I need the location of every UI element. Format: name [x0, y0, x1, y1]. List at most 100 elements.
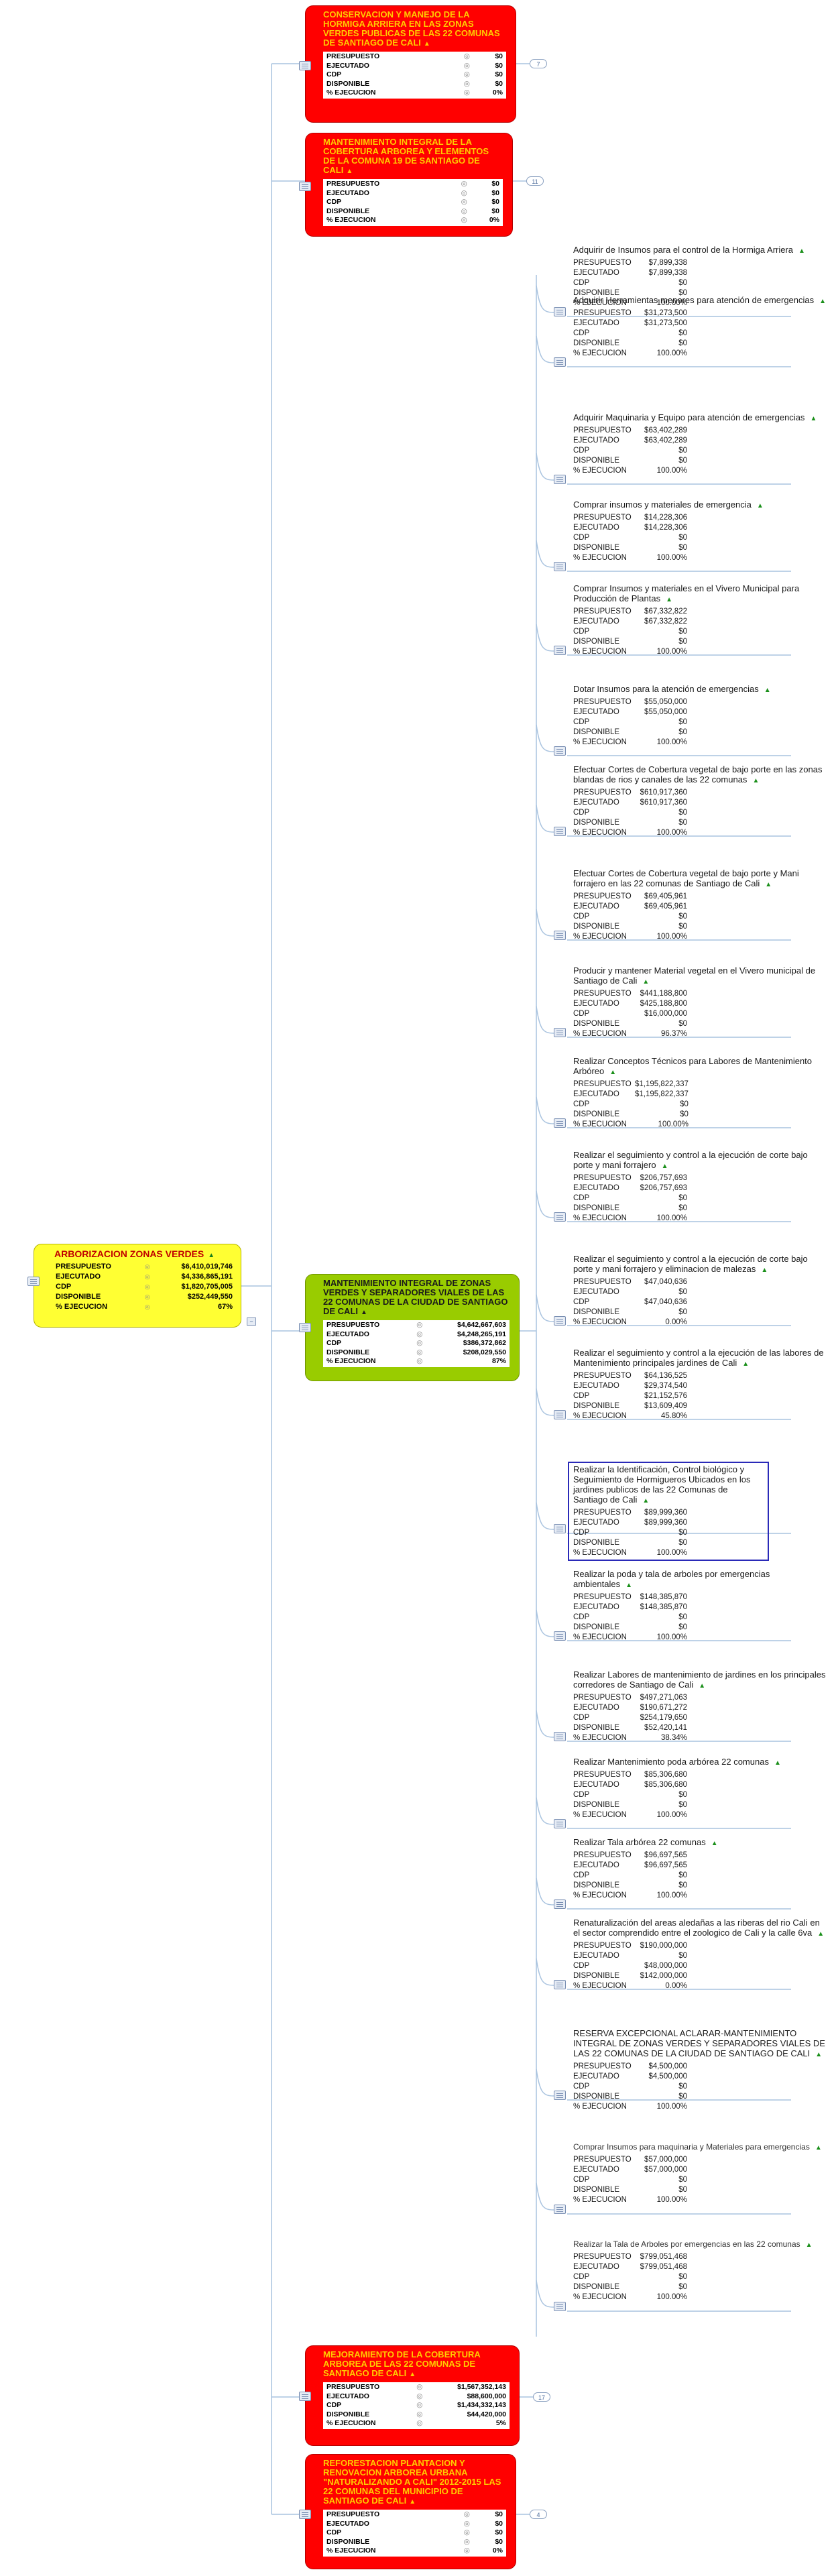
metric-label: DISPONIBLE	[573, 1110, 620, 1118]
leaf-node[interactable]: Realizar Labores de mantenimiento de jar…	[573, 1670, 828, 1743]
leaf-node[interactable]: Realizar la poda y tala de arboles por e…	[573, 1569, 828, 1643]
metric-value: $0	[678, 1623, 687, 1631]
note-icon[interactable]	[554, 1028, 566, 1037]
note-icon[interactable]	[299, 182, 311, 191]
note-icon[interactable]	[299, 2392, 311, 2401]
note-icon[interactable]	[554, 307, 566, 316]
metric-label: DISPONIBLE	[573, 819, 620, 827]
leaf-node[interactable]: Adquirir de Insumos para el control de l…	[573, 245, 828, 308]
branch-node-reforestacion[interactable]: REFORESTACION PLANTACION Y RENOVACION AR…	[299, 2454, 516, 2569]
leaf-node[interactable]: Comprar Insumos y materiales en el Viver…	[573, 583, 828, 657]
trend-up-icon: ▲	[642, 978, 650, 986]
leaf-node[interactable]: Realizar el seguimiento y control a la e…	[573, 1348, 828, 1421]
metric-label: DISPONIBLE	[573, 457, 620, 465]
note-icon[interactable]	[554, 1980, 566, 1989]
metric-value: $0	[678, 1871, 687, 1879]
leaf-node[interactable]: Realizar Tala arbórea 22 comunas▲PRESUPU…	[573, 1837, 828, 1901]
metric-value: $497,271,063	[640, 1694, 687, 1702]
branch-metrics: PRESUPUESTO◎$0 EJECUTADO◎$0 CDP◎$0 DISPO…	[323, 2510, 506, 2557]
note-icon[interactable]	[554, 931, 566, 940]
leaf-node[interactable]: RESERVA EXCEPCIONAL ACLARAR-MANTENIMIENT…	[573, 2028, 828, 2112]
metric-value: 100.00%	[656, 349, 687, 357]
metric-value: $254,179,650	[640, 1714, 687, 1722]
note-icon[interactable]	[554, 1732, 566, 1741]
metric-value: $55,050,000	[644, 698, 687, 706]
leaf-node[interactable]: Realizar la Identificación, Control biol…	[568, 1462, 769, 1561]
leaf-node[interactable]: Realizar Conceptos Técnicos para Labores…	[573, 1056, 828, 1130]
branch-node-comuna-19[interactable]: MANTENIMIENTO INTEGRAL DE LA COBERTURA A…	[299, 133, 513, 237]
metric-label: PRESUPUESTO	[573, 1372, 632, 1380]
metric-label: CDP	[573, 329, 590, 337]
note-icon[interactable]	[554, 1118, 566, 1128]
note-icon[interactable]	[299, 61, 311, 70]
note-icon[interactable]	[554, 2205, 566, 2214]
child-count-badge[interactable]: 4	[530, 2510, 547, 2519]
leaf-node[interactable]: Realizar Mantenimiento poda arbórea 22 c…	[573, 1757, 828, 1820]
metric-value: $0	[678, 544, 687, 552]
leaf-node[interactable]: Comprar insumos y materiales de emergenc…	[573, 500, 828, 563]
leaf-node[interactable]: Renaturalización del areas aledañas a la…	[573, 1918, 828, 1991]
metric-label: % EJECUCION	[573, 554, 627, 562]
metric-label: PRESUPUESTO	[573, 698, 632, 706]
leaf-node[interactable]: Dotar Insumos para la atención de emerge…	[573, 684, 828, 748]
trend-up-icon: ▲	[346, 168, 353, 175]
metric-value: $31,273,500	[644, 309, 687, 317]
metric-label: DISPONIBLE	[573, 2186, 620, 2194]
note-icon[interactable]	[554, 746, 566, 756]
leaf-node[interactable]: Realizar el seguimiento y control a la e…	[573, 1254, 828, 1328]
metric-value: 0.00%	[665, 1982, 687, 1990]
note-icon[interactable]	[554, 827, 566, 836]
leaf-node[interactable]: Realizar la Tala de Arboles por emergenc…	[573, 2239, 828, 2302]
metric-label: CDP	[573, 913, 590, 921]
trend-up-icon: ▲	[761, 1267, 768, 1274]
metric-value: $425,188,800	[640, 1000, 687, 1008]
metric-label: PRESUPUESTO	[573, 426, 632, 434]
note-icon[interactable]	[554, 2091, 566, 2100]
note-icon[interactable]	[299, 2510, 311, 2519]
branch-node-zonas-verdes[interactable]: MANTENIMIENTO INTEGRAL DE ZONAS VERDES Y…	[299, 1274, 520, 1381]
note-icon[interactable]	[554, 1631, 566, 1641]
trend-up-icon: ▲	[409, 2371, 416, 2378]
note-icon[interactable]	[554, 646, 566, 655]
metric-value: $0	[678, 1308, 687, 1316]
metric-label: % EJECUCION	[573, 1412, 627, 1420]
metric-label: CDP	[573, 1613, 590, 1621]
child-count-badge[interactable]: 11	[526, 176, 544, 186]
leaf-node[interactable]: Adquirir Herramientas menores para atenc…	[573, 295, 828, 359]
metric-label: DISPONIBLE	[573, 1972, 620, 1980]
note-icon[interactable]	[554, 1819, 566, 1828]
note-icon[interactable]	[554, 1212, 566, 1222]
child-count-badge[interactable]: 17	[533, 2392, 550, 2402]
trend-up-icon: ▲	[699, 1682, 706, 1690]
root-node[interactable]: ARBORIZACION ZONAS VERDES▲ PRESUPUESTO◎$…	[27, 1244, 241, 1328]
metric-value: $0	[678, 339, 687, 347]
leaf-node[interactable]: Efectuar Cortes de Cobertura vegetal de …	[573, 764, 828, 838]
note-icon[interactable]	[554, 357, 566, 367]
leaf-node[interactable]: Producir y mantener Material vegetal en …	[573, 965, 828, 1039]
note-icon[interactable]	[554, 2302, 566, 2311]
leaf-node[interactable]: Comprar Insumos para maquinaria y Materi…	[573, 2142, 828, 2205]
child-count-badge[interactable]: 7	[530, 59, 547, 68]
note-icon[interactable]	[554, 475, 566, 484]
branch-node-mejoramiento[interactable]: MEJORAMIENTO DE LA COBERTURA ARBOREA DE …	[299, 2345, 520, 2446]
collapse-icon[interactable]: −	[247, 1318, 256, 1326]
note-icon[interactable]	[554, 562, 566, 571]
note-icon[interactable]	[554, 1316, 566, 1326]
leaf-node[interactable]: Adquirir Maquinaria y Equipo para atenci…	[573, 412, 828, 476]
leaf-node[interactable]: Efectuar Cortes de Cobertura vegetal de …	[573, 868, 828, 942]
leaf-node[interactable]: Realizar el seguimiento y control a la e…	[573, 1150, 828, 1224]
metric-label: % EJECUCION	[573, 829, 627, 837]
note-icon[interactable]	[299, 1323, 311, 1332]
note-icon[interactable]	[554, 1524, 566, 1533]
metric-value: $16,000,000	[644, 1010, 687, 1018]
note-icon[interactable]	[554, 1899, 566, 1909]
metric-label: EJECUTADO	[573, 708, 619, 716]
note-icon[interactable]	[27, 1277, 40, 1286]
branch-node-hormiga[interactable]: CONSERVACION Y MANEJO DE LA HORMIGA ARRI…	[299, 5, 516, 123]
metric-value: $0	[678, 1881, 687, 1889]
note-icon[interactable]	[554, 1410, 566, 1419]
